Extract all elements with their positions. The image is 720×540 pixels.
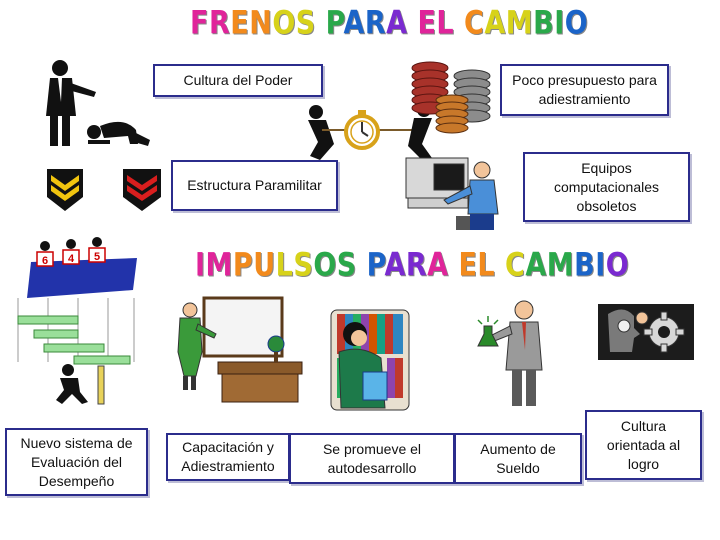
frenos-title: FRENOS PARA EL CAMBIO	[190, 5, 588, 42]
gears-head-icon	[598, 304, 694, 360]
bowing-worker-icon	[84, 114, 156, 150]
box-sueldo: Aumento de Sueldo	[454, 433, 582, 484]
box-autodesarrollo: Se promueve el autodesarrollo	[289, 433, 455, 484]
score-3: 5	[94, 251, 100, 263]
gantt-climber-icon	[14, 296, 138, 408]
box-autodesarrollo-text: Se promueve el autodesarrollo	[322, 440, 422, 476]
box-estructura: Estructura Paramilitar	[171, 160, 338, 211]
boss-pointing-icon	[38, 58, 102, 150]
teacher-board-icon	[172, 296, 308, 406]
box-evaluacion-text: Nuevo sistema de Evaluación del Desempeñ…	[20, 434, 133, 489]
chevron-insignia-icon	[45, 167, 165, 213]
box-presupuesto-text: Poco presupuesto para adiestramiento	[512, 72, 657, 107]
impulsos-title-text: IMPULSOS PARA EL CAMBIO	[195, 247, 630, 284]
score-2: 4	[68, 253, 75, 265]
box-estructura-text: Estructura Paramilitar	[187, 177, 322, 193]
box-presupuesto: Poco presupuesto para adiestramiento	[500, 64, 669, 116]
box-cultura-poder-text: Cultura del Poder	[183, 72, 293, 88]
box-sueldo-text: Aumento de Sueldo	[480, 440, 556, 476]
books-reader-icon	[329, 308, 411, 412]
box-cultura-poder: Cultura del Poder	[153, 64, 323, 97]
box-capacitacion: Capacitación y Adiestramiento	[166, 433, 290, 481]
box-evaluacion: Nuevo sistema de Evaluación del Desempeñ…	[5, 428, 148, 496]
computer-user-icon	[404, 156, 504, 234]
box-logro-text: Cultura orientada al logro	[606, 417, 681, 472]
coin-stacks-icon	[408, 56, 496, 140]
scientist-flask-icon	[470, 296, 552, 414]
box-logro: Cultura orientada al logro	[585, 410, 702, 480]
frenos-title-text: FRENOS PARA EL CAMBIO	[190, 5, 589, 42]
box-capacitacion-text: Capacitación y Adiestramiento	[181, 439, 275, 474]
impulsos-title: IMPULSOS PARA EL CAMBIO	[195, 247, 629, 284]
box-equipos-text: Equipos computacionales obsoletos	[553, 159, 660, 214]
box-equipos: Equipos computacionales obsoletos	[523, 152, 690, 222]
score-1: 6	[42, 255, 48, 267]
score-judges-icon: 6 4 5	[25, 236, 143, 302]
